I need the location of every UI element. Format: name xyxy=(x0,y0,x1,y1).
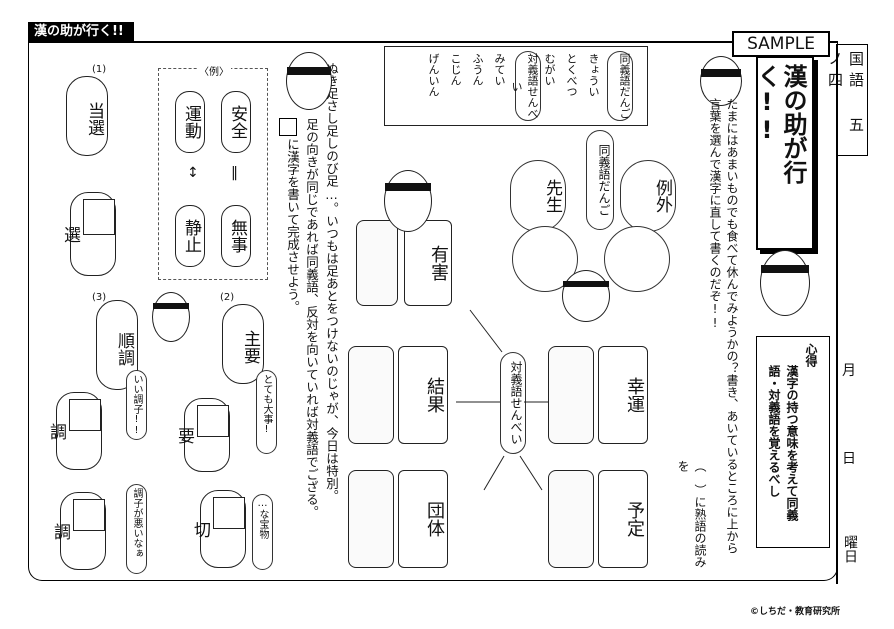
wordbank-word: とくべつ xyxy=(565,53,578,97)
dango-ball: 先生 xyxy=(510,160,566,232)
month-label: 月 xyxy=(842,363,856,379)
arrow-icon: ↕ xyxy=(187,165,199,181)
wordbank-word: げんいん xyxy=(427,53,440,97)
speech-bubble: いい調子!! xyxy=(126,370,147,440)
dango-label: 同義語だんご xyxy=(586,130,614,230)
question-number: (1) xyxy=(92,64,107,75)
copyright: ©しちだ・教育研究所 xyxy=(750,607,841,617)
speech-bubble: とても大事! xyxy=(256,370,277,454)
answer-box[interactable] xyxy=(197,405,229,437)
answer-box[interactable] xyxy=(73,499,105,531)
footprint: 主要 xyxy=(222,304,264,384)
kokoroe-text: 漢字の持つ意味を考えて同義語・対義語を覚えるべし xyxy=(767,365,799,521)
senbei-card: 団体 xyxy=(398,470,448,568)
senbei-blank[interactable] xyxy=(348,470,394,568)
senbei-card: 予定 xyxy=(598,470,648,568)
example-foot: 無事 xyxy=(221,205,251,267)
ninja-icon xyxy=(562,270,610,322)
example-label: 〈例〉 xyxy=(197,63,231,78)
wordbank-word: むがい xyxy=(543,53,556,86)
wordbank-word: ふうん xyxy=(471,53,484,86)
senbei-blank[interactable] xyxy=(548,470,594,568)
wordbank-label-doji: 同義語だんご xyxy=(607,51,633,121)
ninja-icon xyxy=(760,250,810,316)
speech-bubble: …な宝物 xyxy=(252,494,273,570)
answer-box[interactable] xyxy=(213,497,245,529)
dango-ball: 例外 xyxy=(620,160,676,232)
middle-text-1: ぬき足さし足しのび足…。いつもは足あとをつけないのじゃが、今日は特別。 xyxy=(324,62,339,502)
senbei-blank[interactable] xyxy=(348,346,394,444)
senbei-blank[interactable] xyxy=(548,346,594,444)
middle-text-3: に漢字を書いて完成させよう。 xyxy=(285,138,300,313)
sample-stamp: SAMPLE xyxy=(732,31,830,57)
wordbank-word: こじん xyxy=(449,53,462,86)
wordbank-word: みてい xyxy=(493,53,506,86)
ninja-icon xyxy=(700,56,742,106)
equal-icon: ‖ xyxy=(231,165,238,181)
senbei-card: 幸運 xyxy=(598,346,648,444)
example-foot: 安全 xyxy=(221,91,251,153)
senbei-card: 結果 xyxy=(398,346,448,444)
title-banner: 漢の助が行く!! xyxy=(753,56,814,250)
ninja-icon xyxy=(384,170,432,232)
day-label: 日 xyxy=(842,451,856,467)
example-foot: 運動 xyxy=(175,91,205,153)
footprint: 要 xyxy=(174,398,230,472)
header-tab: 漢の助が行く!! xyxy=(28,22,134,42)
header-rule xyxy=(28,41,838,43)
senbei-blank[interactable] xyxy=(356,220,398,306)
answer-box[interactable] xyxy=(83,199,115,235)
grade-label: 国語 五ノ四 xyxy=(826,44,868,156)
word-bank: 同義語だんご きょうい とくべつ むがい 対義語せんべい みてい ふうん こじん… xyxy=(384,46,648,126)
kokoroe-label: 心得 xyxy=(804,343,818,367)
footprint: 切 xyxy=(190,490,246,568)
side-rule xyxy=(836,44,838,584)
instruction-sub: （ ）に熟語の読みを xyxy=(676,460,707,568)
footprint: 調 xyxy=(50,492,106,570)
speech-bubble: 調子が悪いなぁ xyxy=(126,484,147,574)
question-number: (3) xyxy=(92,292,107,303)
question-number: (2) xyxy=(220,292,235,303)
footprint: 選 xyxy=(60,192,116,276)
weekday-label: 曜日 xyxy=(842,535,858,563)
instruction-text: たまにはあまいものでも食べて休んでみようかの？書き、あいているところに上から言葉… xyxy=(708,98,739,554)
wordbank-label-taigi: 対義語せんべい xyxy=(510,51,541,121)
middle-text-2: 足の向きが同じであれば同義語、反対を向いていれば対義語でござる。 xyxy=(304,118,319,518)
answer-box-sample xyxy=(279,118,297,136)
example-box: 〈例〉 運動 静止 安全 無事 ↕ ‖ xyxy=(158,63,268,280)
footprint: 調 xyxy=(46,392,102,470)
senbei-card: 有害 xyxy=(404,220,452,306)
dango-empty-ball[interactable] xyxy=(604,226,670,292)
wordbank-word: きょうい xyxy=(587,53,600,97)
footprint: 当選 xyxy=(66,76,108,156)
senbei-label: 対義語せんべい xyxy=(500,352,526,454)
answer-box[interactable] xyxy=(69,399,101,431)
example-foot: 静止 xyxy=(175,205,205,267)
kokoroe-box: 心得 漢字の持つ意味を考えて同義語・対義語を覚えるべし xyxy=(756,336,830,548)
ninja-icon xyxy=(152,292,190,342)
ninja-icon xyxy=(286,52,332,110)
